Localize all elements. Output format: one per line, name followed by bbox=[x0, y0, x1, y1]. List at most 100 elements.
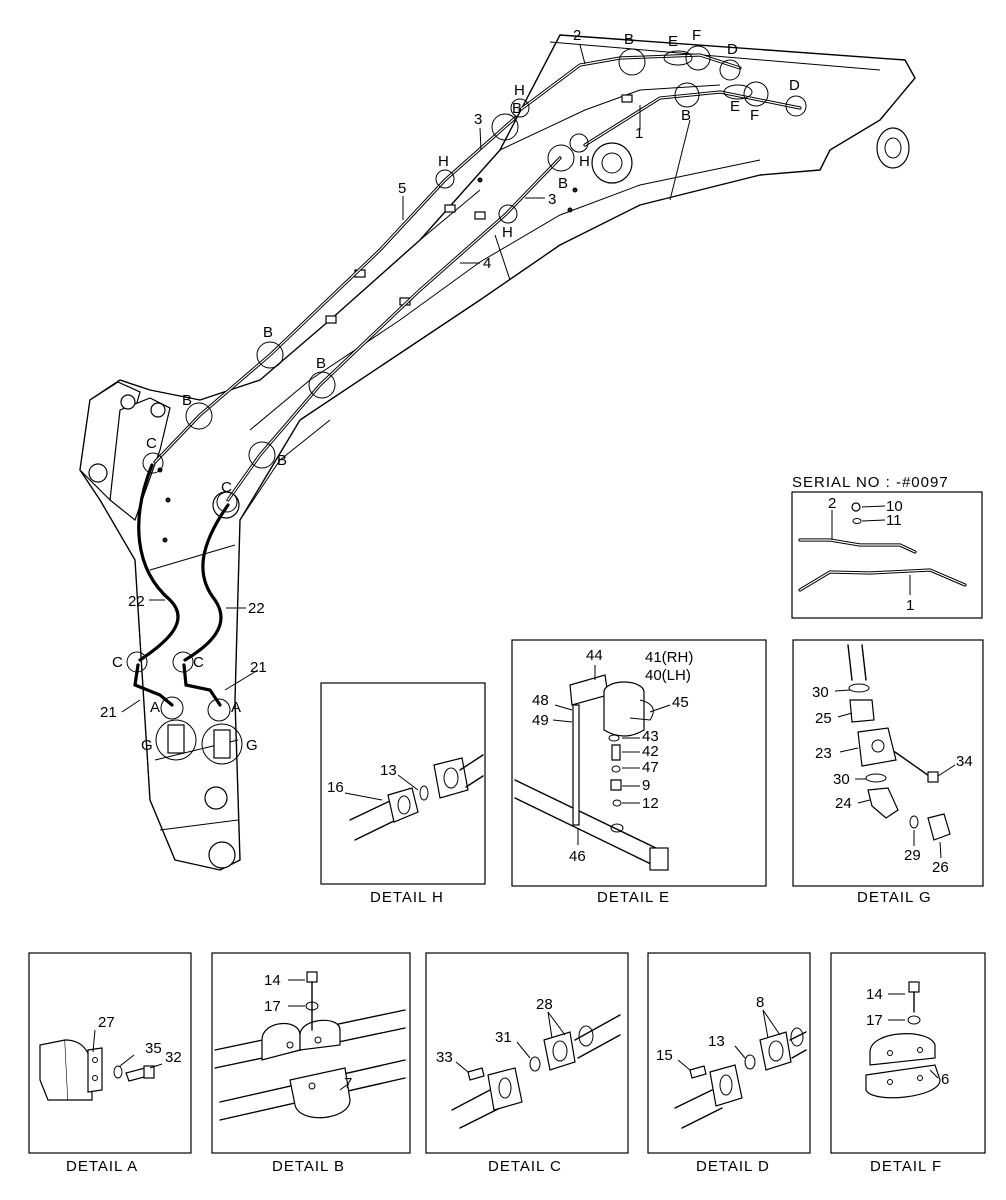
label-22-left: 22 bbox=[128, 593, 145, 610]
serial-label-1: 1 bbox=[906, 597, 914, 614]
label-h4: H bbox=[502, 224, 513, 241]
detail-a-caption: DETAIL A bbox=[66, 1158, 138, 1175]
detail-e-label-45: 45 bbox=[672, 694, 689, 711]
detail-e-label-42: 42 bbox=[642, 743, 659, 760]
detail-markers bbox=[126, 45, 807, 765]
detail-d-label-13: 13 bbox=[708, 1033, 725, 1050]
label-b3: B bbox=[512, 100, 522, 117]
label-b8: B bbox=[277, 452, 287, 469]
detail-a-label-35: 35 bbox=[145, 1040, 162, 1057]
detail-g-label-23: 23 bbox=[815, 745, 832, 762]
label-3: 3 bbox=[474, 111, 482, 128]
label-h3: H bbox=[438, 153, 449, 170]
detail-e-label-41: 41(RH) bbox=[645, 649, 693, 666]
detail-d-caption: DETAIL D bbox=[696, 1158, 770, 1175]
detail-d-label-8: 8 bbox=[756, 994, 764, 1011]
label-c2: C bbox=[221, 479, 232, 496]
detail-f-caption: DETAIL F bbox=[870, 1158, 942, 1175]
serial-inset: SERIAL NO : -#0097 2 1 10 11 bbox=[791, 474, 983, 619]
label-21-left: 21 bbox=[100, 704, 117, 721]
label-h2: H bbox=[579, 153, 590, 170]
label-c3: C bbox=[112, 654, 123, 671]
detail-g-label-29: 29 bbox=[904, 847, 921, 864]
detail-g-label-26: 26 bbox=[932, 859, 949, 876]
detail-e-label-44: 44 bbox=[586, 647, 603, 664]
detail-b-label-7: 7 bbox=[344, 1075, 352, 1092]
detail-a-label-32: 32 bbox=[165, 1049, 182, 1066]
detail-e-label-49: 49 bbox=[532, 712, 549, 729]
label-c1: C bbox=[146, 435, 157, 452]
detail-g: 30 25 23 34 30 24 29 26 DETAIL G bbox=[792, 639, 984, 906]
detail-h-caption: DETAIL H bbox=[370, 889, 444, 906]
label-e1: E bbox=[668, 33, 678, 50]
detail-c-caption: DETAIL C bbox=[488, 1158, 562, 1175]
detail-d: 8 13 15 DETAIL D bbox=[647, 952, 811, 1175]
label-d1: D bbox=[727, 41, 738, 58]
detail-b-label-17: 17 bbox=[264, 998, 281, 1015]
boom-leaders bbox=[121, 44, 641, 713]
detail-b: 14 17 7 DETAIL B bbox=[211, 952, 411, 1175]
label-f1: F bbox=[692, 27, 701, 44]
label-1: 1 bbox=[635, 125, 643, 142]
detail-c-label-28: 28 bbox=[536, 996, 553, 1013]
label-a-left: A bbox=[150, 699, 160, 716]
serial-label-11: 11 bbox=[886, 512, 902, 529]
label-b5: B bbox=[263, 324, 273, 341]
label-b7: B bbox=[182, 392, 192, 409]
detail-f-label-14: 14 bbox=[866, 986, 883, 1003]
label-h1: H bbox=[514, 82, 525, 99]
label-g1: G bbox=[141, 737, 153, 754]
detail-h-label-13: 13 bbox=[380, 762, 397, 779]
label-22-right: 22 bbox=[248, 600, 265, 617]
serial-label-10: 10 bbox=[886, 498, 903, 515]
detail-b-label-14: 14 bbox=[264, 972, 281, 989]
label-b4: B bbox=[558, 175, 568, 192]
label-b6: B bbox=[316, 355, 326, 372]
detail-g-label-30-mid: 30 bbox=[833, 771, 850, 788]
label-b1: B bbox=[624, 31, 634, 48]
detail-c-label-33: 33 bbox=[436, 1049, 453, 1066]
detail-g-label-24: 24 bbox=[835, 795, 852, 812]
label-e2: E bbox=[730, 98, 740, 115]
boom-assembly bbox=[79, 34, 916, 871]
label-3-lower: 3 bbox=[548, 191, 556, 208]
detail-e-label-9: 9 bbox=[642, 777, 650, 794]
boom-label-text: 2 1 3 3 5 4 22 22 21 21 A A B B B B B B … bbox=[100, 27, 800, 754]
detail-e-label-40: 40(LH) bbox=[645, 667, 691, 684]
label-d2: D bbox=[789, 77, 800, 94]
label-c4: C bbox=[193, 654, 204, 671]
label-21-right: 21 bbox=[250, 659, 267, 676]
detail-e-label-48: 48 bbox=[532, 692, 549, 709]
detail-d-label-15: 15 bbox=[656, 1047, 673, 1064]
serial-title: SERIAL NO : -#0097 bbox=[792, 474, 949, 491]
detail-e-label-43: 43 bbox=[642, 728, 659, 745]
detail-f: 14 17 6 DETAIL F bbox=[830, 952, 986, 1175]
detail-g-label-25: 25 bbox=[815, 710, 832, 727]
label-2: 2 bbox=[573, 27, 581, 44]
label-b2: B bbox=[681, 107, 691, 124]
detail-g-label-30-top: 30 bbox=[812, 684, 829, 701]
detail-e: 44 41(RH) 40(LH) 45 48 49 43 42 47 9 12 … bbox=[511, 639, 767, 906]
detail-b-caption: DETAIL B bbox=[272, 1158, 345, 1175]
detail-g-label-34: 34 bbox=[956, 753, 973, 770]
detail-g-caption: DETAIL G bbox=[857, 889, 932, 906]
label-5: 5 bbox=[398, 180, 406, 197]
label-g2: G bbox=[246, 737, 258, 754]
detail-c: 28 31 33 DETAIL C bbox=[425, 952, 629, 1175]
label-a-right: A bbox=[231, 699, 241, 716]
detail-f-label-17: 17 bbox=[866, 1012, 883, 1029]
detail-h: 16 13 DETAIL H bbox=[320, 682, 486, 906]
detail-e-label-46: 46 bbox=[569, 848, 586, 865]
detail-c-label-31: 31 bbox=[495, 1029, 512, 1046]
label-f2: F bbox=[750, 107, 759, 124]
label-4: 4 bbox=[483, 255, 491, 272]
detail-a: 27 35 32 DETAIL A bbox=[28, 952, 192, 1175]
detail-a-label-27: 27 bbox=[98, 1014, 115, 1031]
detail-f-label-6: 6 bbox=[941, 1071, 949, 1088]
serial-label-2: 2 bbox=[828, 495, 836, 512]
detail-e-label-12: 12 bbox=[642, 795, 659, 812]
detail-h-label-16: 16 bbox=[327, 779, 344, 796]
detail-e-label-47: 47 bbox=[642, 759, 659, 776]
detail-e-caption: DETAIL E bbox=[597, 889, 670, 906]
